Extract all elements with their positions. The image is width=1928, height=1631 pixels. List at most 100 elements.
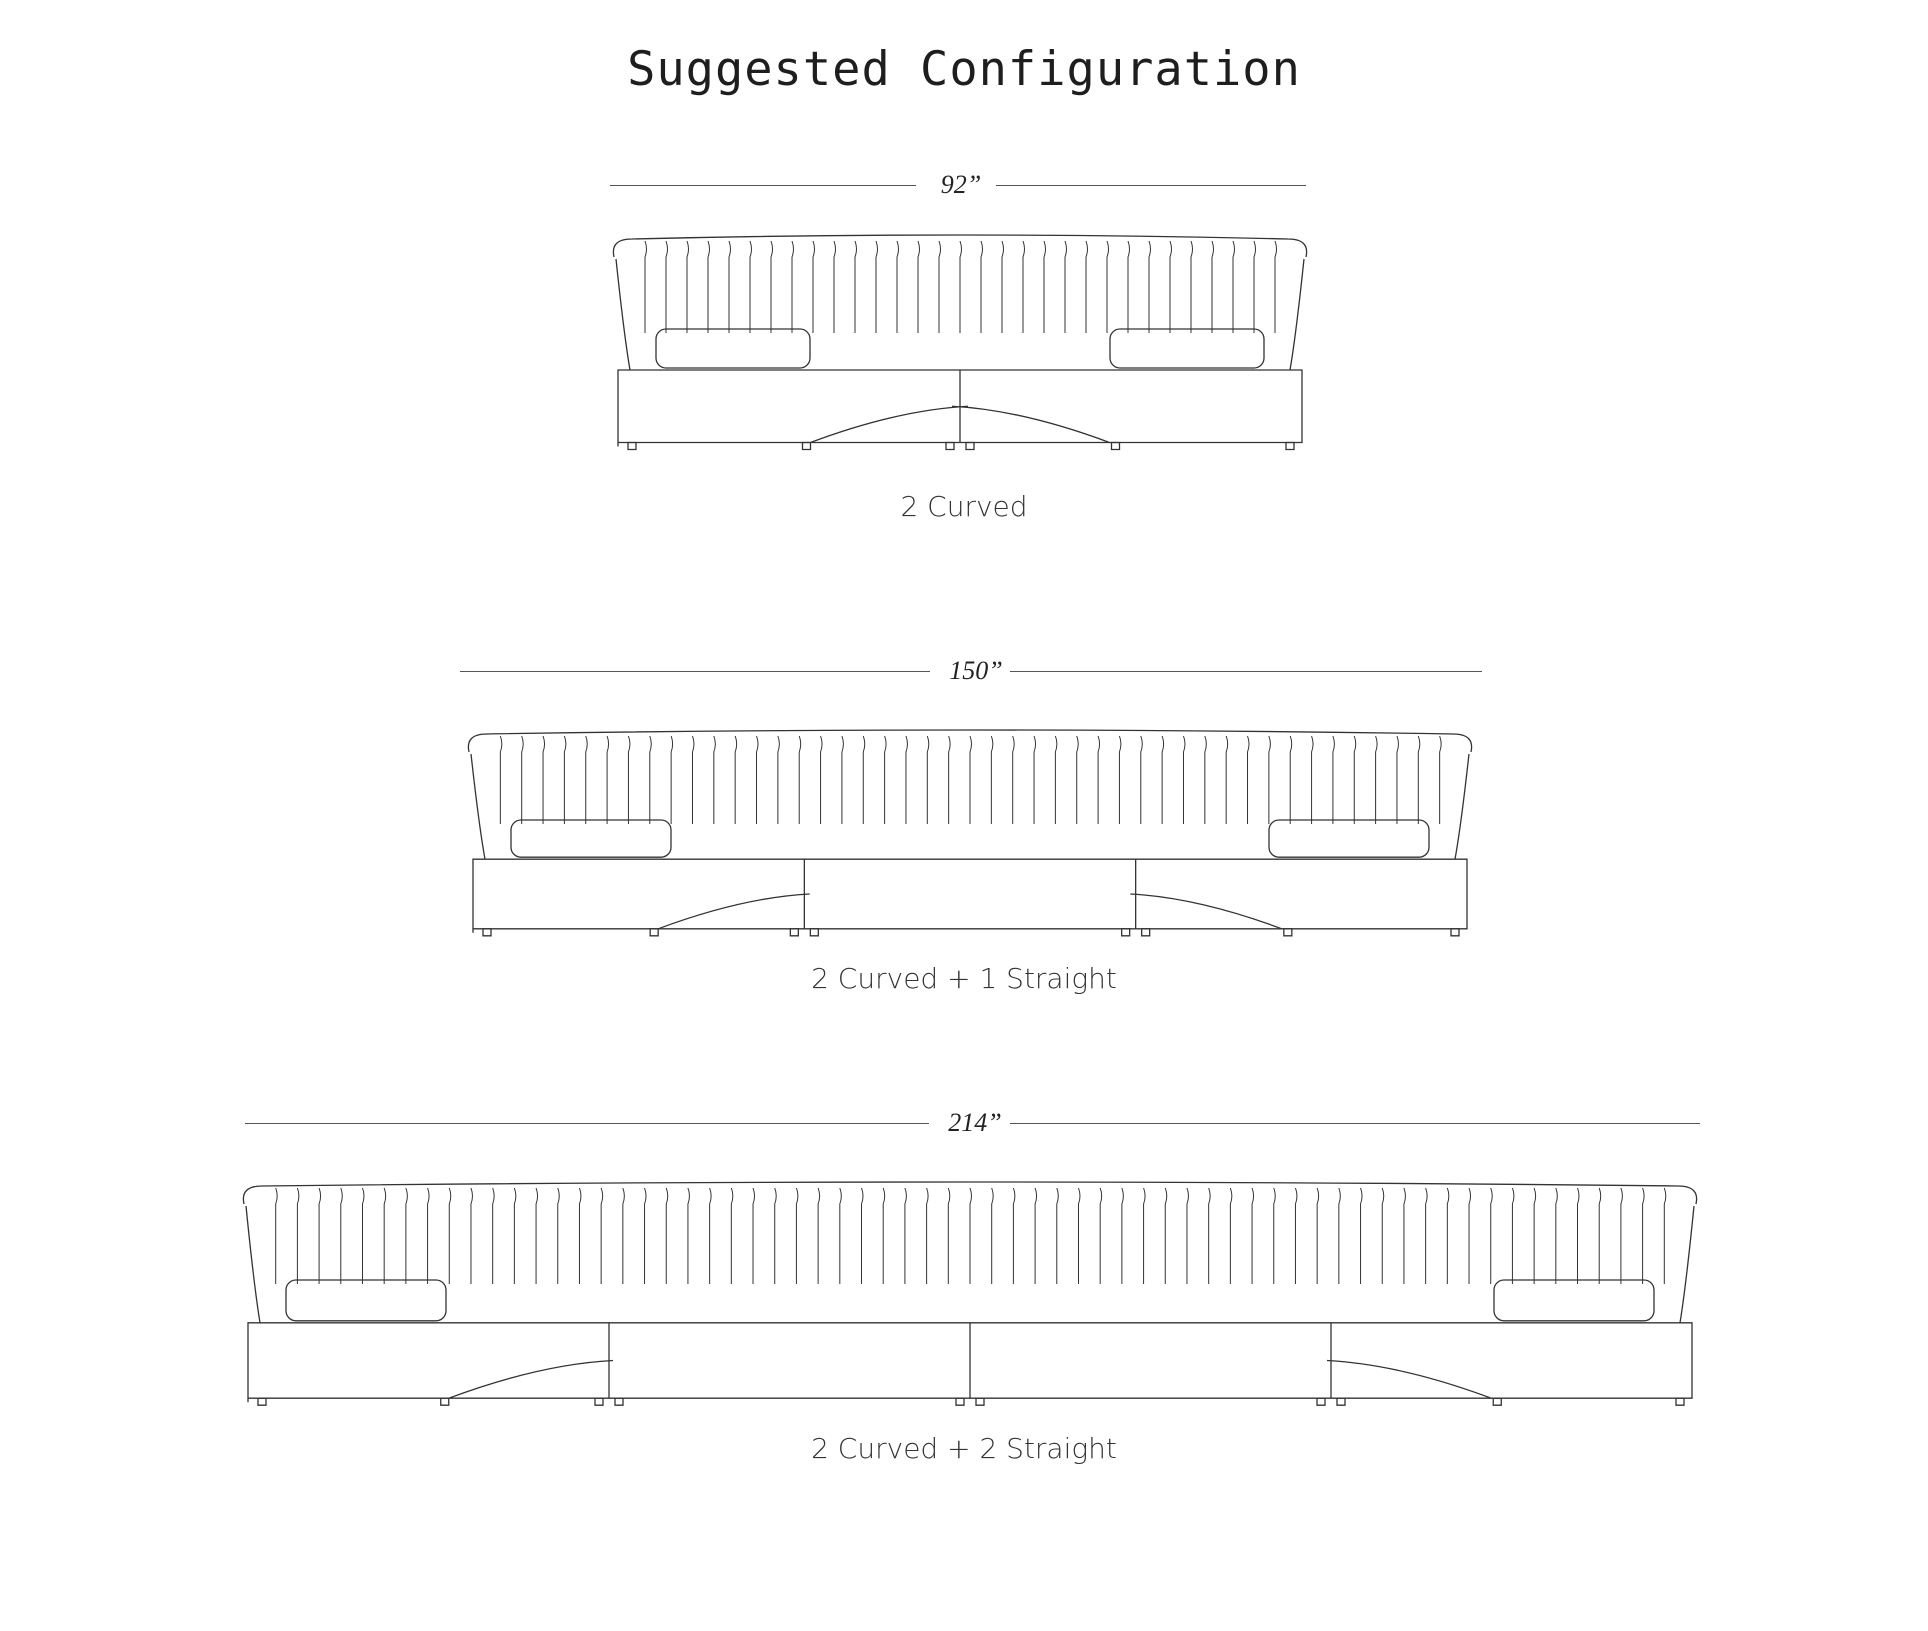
channel-tuft-line	[862, 1188, 864, 1284]
channel-tuft-line	[818, 1188, 820, 1284]
channel-tuft-line	[1065, 241, 1067, 333]
channel-tuft-line	[384, 1188, 386, 1284]
channel-tuft-line	[1149, 241, 1151, 333]
channel-tuft-line	[623, 1188, 625, 1284]
channel-tuft-line	[1100, 1188, 1102, 1284]
channel-tuft-line	[645, 241, 647, 333]
foot	[1112, 443, 1120, 450]
channel-tuft-line	[1077, 736, 1079, 824]
channel-tuft-line	[1333, 736, 1335, 824]
left-seat-cushion	[656, 329, 810, 368]
channel-tuft-line	[1447, 1188, 1449, 1284]
channel-tuft-line	[1664, 1188, 1666, 1284]
channel-tuft-line	[1226, 736, 1228, 824]
right-seat-cushion	[1269, 820, 1429, 857]
channel-tuft-line	[1055, 736, 1057, 824]
channel-tuft-line	[1205, 736, 1207, 824]
channel-tuft-line	[1013, 736, 1015, 824]
channel-tuft-line	[1578, 1188, 1580, 1284]
backrest-top	[468, 730, 1471, 752]
channel-tuft-line	[1317, 1188, 1319, 1284]
channel-tuft-line	[1233, 241, 1235, 333]
foot	[976, 1398, 984, 1405]
channel-tuft-line	[666, 241, 668, 333]
channel-tuft-line	[863, 736, 865, 824]
channel-tuft-line	[948, 1188, 950, 1284]
channel-tuft-line	[1086, 241, 1088, 333]
channel-tuft-line	[1002, 241, 1004, 333]
page-title: Suggested Configuration	[627, 42, 1301, 97]
channel-tuft-line	[949, 736, 951, 824]
sofa-drawing-2-curved-2-straight	[230, 1172, 1710, 1432]
channel-tuft-line	[1339, 1188, 1341, 1284]
channel-tuft-line	[1122, 1188, 1124, 1284]
channel-tuft-line	[796, 1188, 798, 1284]
right-arm-edge	[1455, 754, 1469, 859]
channel-tuft-line	[579, 1188, 581, 1284]
right-curve-cutout	[952, 406, 1110, 442]
channel-tuft-line	[970, 736, 972, 824]
channel-tuft-line	[500, 736, 502, 824]
channel-tuft-line	[1248, 736, 1250, 824]
channel-tuft-line	[406, 1188, 408, 1284]
channel-tuft-line	[1183, 736, 1185, 824]
channel-tuft-line	[1098, 736, 1100, 824]
right-curve-cutout	[1327, 1361, 1491, 1399]
backrest-top	[613, 235, 1306, 257]
channel-tuft-line	[855, 241, 857, 333]
channel-tuft-line	[991, 736, 993, 824]
foot	[1676, 1398, 1684, 1405]
foot	[810, 929, 818, 936]
channel-tuft-line	[1212, 241, 1214, 333]
channel-tuft-line	[834, 241, 836, 333]
channel-tuft-line	[792, 241, 794, 333]
channel-tuft-line	[883, 1188, 885, 1284]
channel-tuft-line	[1312, 736, 1314, 824]
channel-tuft-line	[628, 736, 630, 824]
foot	[650, 929, 658, 936]
channel-tuft-line	[1426, 1188, 1428, 1284]
channel-tuft-line	[1035, 1188, 1037, 1284]
dimension-label: 92”	[940, 170, 982, 199]
right-seat-cushion	[1494, 1280, 1654, 1321]
configuration-caption: 2 Curved + 1 Straight	[811, 962, 1117, 995]
channel-tuft-line	[1275, 241, 1277, 333]
channel-tuft-line	[775, 1188, 777, 1284]
channel-tuft-line	[799, 736, 801, 824]
channel-tuft-line	[1295, 1188, 1297, 1284]
foot	[1284, 929, 1292, 936]
channel-tuft-line	[319, 1188, 321, 1284]
channel-tuft-line	[586, 736, 588, 824]
channel-tuft-line	[1397, 736, 1399, 824]
channel-tuft-line	[1141, 736, 1143, 824]
channel-tuft-line	[1599, 1188, 1601, 1284]
channel-tuft-line	[1440, 736, 1442, 824]
foot	[1337, 1398, 1345, 1405]
channel-tuft-line	[666, 1188, 668, 1284]
channel-tuft-line	[607, 736, 609, 824]
configuration-caption: 2 Curved + 2 Straight	[811, 1432, 1117, 1465]
channel-tuft-line	[729, 241, 731, 333]
channel-tuft-line	[1418, 736, 1420, 824]
channel-tuft-line	[906, 736, 908, 824]
channel-tuft-line	[757, 736, 759, 824]
channel-tuft-line	[1269, 736, 1271, 824]
left-seat-cushion	[286, 1280, 446, 1321]
dimension-label: 214”	[948, 1108, 1002, 1137]
channel-tuft-line	[813, 241, 815, 333]
left-seat-cushion	[511, 820, 671, 857]
channel-tuft-line	[493, 1188, 495, 1284]
channel-tuft-line	[558, 1188, 560, 1284]
foot	[595, 1398, 603, 1405]
base-plinth	[473, 859, 1467, 929]
channel-tuft-line	[1382, 1188, 1384, 1284]
channel-tuft-line	[601, 1188, 603, 1284]
channel-tuft-line	[876, 241, 878, 333]
channel-tuft-line	[821, 736, 823, 824]
channel-tuft-line	[1361, 1188, 1363, 1284]
foot	[441, 1398, 449, 1405]
channel-tuft-line	[1534, 1188, 1536, 1284]
dimension-label: 150”	[949, 656, 1003, 685]
channel-tuft-line	[1170, 241, 1172, 333]
channel-tuft-line	[1376, 736, 1378, 824]
